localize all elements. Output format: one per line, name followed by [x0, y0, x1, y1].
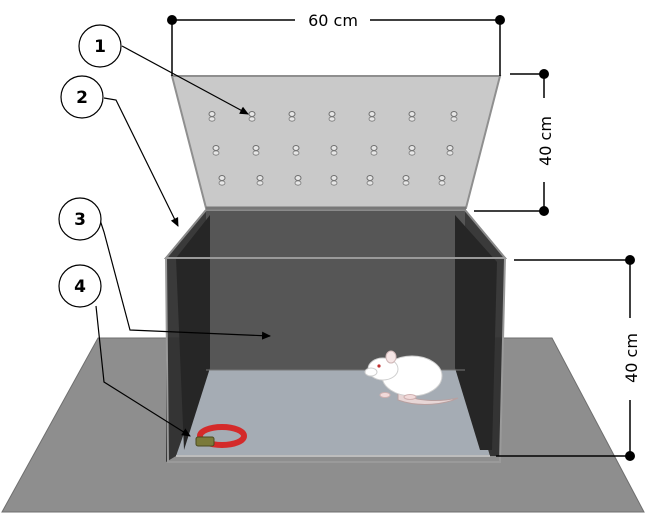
vent-hole	[330, 145, 338, 151]
vent-hole	[330, 175, 338, 181]
dimension-lid-height: 40 cm	[474, 69, 555, 216]
callout-4: 4	[58, 264, 191, 437]
vent-hole-shadow	[408, 150, 416, 156]
vent-hole-shadow	[212, 150, 220, 156]
vent-hole-shadow	[248, 116, 256, 122]
lid-height-label: 40 cm	[536, 116, 555, 166]
vent-hole	[252, 145, 260, 151]
box-back-wall	[206, 210, 465, 370]
vent-hole	[408, 145, 416, 151]
callout-4-number: 4	[74, 277, 86, 297]
vent-hole	[248, 111, 256, 117]
callout-2-number: 2	[76, 88, 88, 108]
vent-hole	[368, 111, 376, 117]
callout-2: 2	[60, 75, 179, 227]
vent-hole-shadow	[256, 180, 264, 186]
dimension-width: 60 cm	[167, 11, 505, 76]
vent-hole-shadow	[438, 180, 446, 186]
vent-hole-shadow	[328, 116, 336, 122]
vent-hole	[408, 111, 416, 117]
vent-hole	[366, 175, 374, 181]
vent-hole	[288, 111, 296, 117]
callout-3: 3	[58, 197, 271, 340]
vent-hole-shadow	[366, 180, 374, 186]
vent-hole-shadow	[252, 150, 260, 156]
vent-hole	[370, 145, 378, 151]
vent-hole	[438, 175, 446, 181]
vent-hole	[294, 175, 302, 181]
vent-hole-shadow	[368, 116, 376, 122]
vent-hole-shadow	[208, 116, 216, 122]
vent-hole	[292, 145, 300, 151]
callout-3-number: 3	[74, 210, 86, 230]
box-lid	[170, 75, 502, 209]
vent-hole-shadow	[288, 116, 296, 122]
vent-hole	[446, 145, 454, 151]
vent-hole-shadow	[446, 150, 454, 156]
box-height-label: 40 cm	[622, 333, 641, 383]
vent-hole	[212, 145, 220, 151]
vent-hole-shadow	[402, 180, 410, 186]
box-right-wall-inner	[455, 215, 497, 450]
vent-hole	[218, 175, 226, 181]
vent-hole	[402, 175, 410, 181]
lid-ventilation-holes	[208, 111, 458, 186]
vent-hole-shadow	[408, 116, 416, 122]
callout-1: 1	[78, 24, 249, 115]
box-front-panel	[164, 257, 507, 463]
red-collar	[195, 424, 247, 448]
vent-hole	[208, 111, 216, 117]
vent-hole	[328, 111, 336, 117]
dimension-box-height: 40 cm	[496, 255, 641, 461]
width-label: 60 cm	[308, 11, 358, 30]
vent-hole	[256, 175, 264, 181]
vent-hole-shadow	[330, 150, 338, 156]
vent-hole-shadow	[450, 116, 458, 122]
rat-illustration	[364, 350, 459, 405]
vent-hole-shadow	[330, 180, 338, 186]
vent-hole-shadow	[292, 150, 300, 156]
vent-hole	[450, 111, 458, 117]
vent-hole-shadow	[294, 180, 302, 186]
callout-1-number: 1	[94, 37, 106, 57]
vent-hole-shadow	[370, 150, 378, 156]
vent-hole-shadow	[218, 180, 226, 186]
